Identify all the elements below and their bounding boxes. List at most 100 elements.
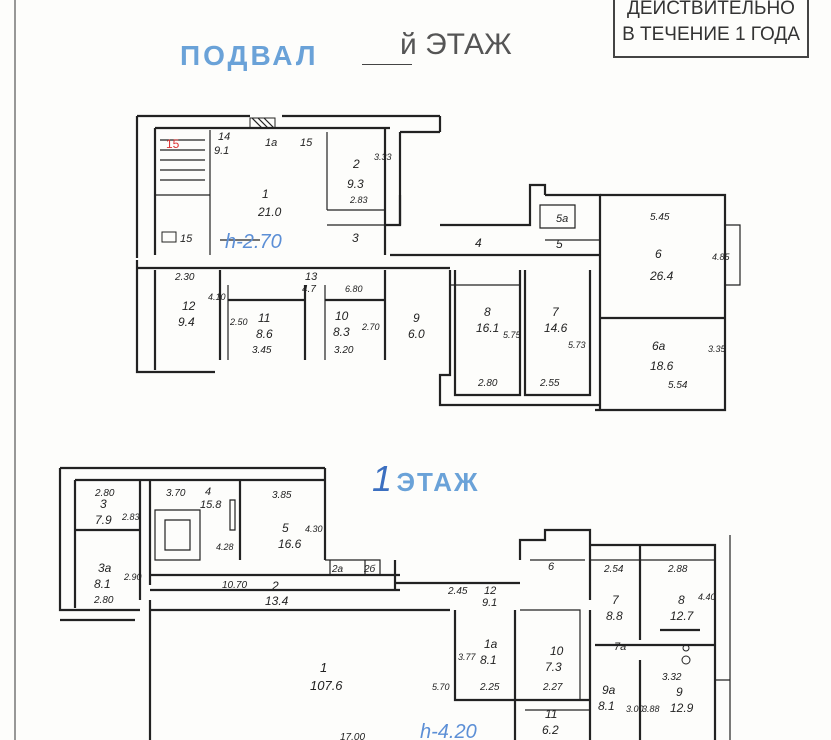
room-label: 10 (335, 309, 349, 323)
room-dim: 3.35 (708, 344, 727, 354)
room-dim: 3.85 (272, 490, 292, 501)
basement-plan: 15 14 9.1 1a 15 1 21.0 2 9.3 3.33 2.83 3… (135, 114, 741, 412)
room-dim: 10.70 (222, 580, 247, 591)
floor1-number: 1 (372, 458, 393, 499)
room-label: 3 (352, 231, 359, 245)
room-label: 1 (262, 187, 269, 201)
room-dim: 2.55 (539, 378, 560, 389)
stamp-line-1: ДЕЙСТВИТЕЛЬНО (627, 0, 795, 19)
room-dim: 6.80 (345, 284, 363, 294)
room-area: 7.9 (95, 513, 112, 527)
room-dim: 4.28 (216, 542, 234, 552)
room-label: 3a (98, 561, 112, 575)
room-area: 107.6 (310, 678, 343, 693)
room-label: 11 (258, 311, 270, 325)
room-label: 2б (363, 563, 376, 575)
room-dim: 2.88 (667, 564, 688, 575)
room-label: 4 (475, 236, 482, 250)
room-area: 8.8 (606, 609, 623, 623)
room-label: 6a (652, 339, 666, 353)
room-area: 21.0 (257, 205, 282, 219)
room-label: 8 (484, 305, 491, 319)
room-label: 1a (265, 137, 277, 149)
room-label: 3 (100, 497, 107, 511)
floor1-plan: 3 7.9 2.80 2.83 4 15.8 3.70 4.28 5 16.6 … (58, 466, 731, 740)
room-area: 8.1 (598, 699, 615, 713)
room-area: 6.2 (542, 723, 559, 737)
room-area: 18.6 (650, 359, 674, 373)
room-label: 14 (218, 131, 230, 143)
room-dim: 2.83 (349, 195, 368, 205)
room-dim: 5.70 (432, 682, 450, 692)
floor1-height-note: h-4.20 (420, 721, 477, 740)
room-dim: 5.73 (568, 340, 586, 350)
room-dim: 2.70 (361, 322, 380, 332)
room-area: 9.3 (347, 177, 364, 191)
room-label: 15 (300, 137, 313, 149)
room-label: 9 (413, 311, 420, 325)
room-dim: 2.80 (477, 378, 498, 389)
room-dim: 4.10 (208, 292, 226, 302)
room-label: 5 (556, 237, 563, 251)
floor-blank-line (362, 64, 412, 65)
room-dim: 5.54 (668, 380, 688, 391)
room-dim: 2.30 (174, 272, 195, 283)
room-area: 8.1 (480, 653, 497, 667)
room-label: 12 (484, 585, 496, 597)
room-dim: 2.80 (94, 488, 115, 499)
room-area: 26.4 (649, 269, 674, 283)
room-label: 8 (678, 593, 685, 607)
room-dim: 17.00 (340, 732, 365, 740)
room-area: 6.0 (408, 327, 425, 341)
room-area: 8.6 (256, 327, 273, 341)
room-dim: 3.33 (374, 152, 392, 162)
room-dim: 3.88 (642, 704, 660, 714)
room-dim: 3.32 (662, 672, 682, 683)
room-dim: 3.70 (166, 488, 186, 499)
room-label: 7 (612, 593, 620, 607)
room-dim: 5.45 (650, 212, 670, 223)
room-label: 12 (182, 299, 196, 313)
room-dim: 2.54 (603, 564, 624, 575)
stamp-line-2: В ТЕЧЕНИЕ 1 ГОДА (622, 24, 800, 45)
room-label: 9 (676, 685, 683, 699)
room-area: 16.6 (278, 537, 302, 551)
room-area: 16.1 (476, 321, 499, 335)
room-label: 2 (271, 579, 279, 593)
room-label: 6 (548, 561, 555, 573)
room-label: 11 (545, 707, 557, 721)
room-label: 1 (320, 660, 327, 675)
room-label: 7 (552, 305, 560, 319)
room-area: 9.1 (482, 597, 497, 609)
room-area: 7.3 (545, 660, 562, 674)
room-area: 9.1 (214, 145, 229, 157)
room-area: 4.7 (302, 284, 316, 295)
room-area: 8.1 (94, 577, 111, 591)
room-label: 1a (484, 637, 498, 651)
floor1-title: 1 ЭТАЖ (372, 458, 480, 500)
room-area: 12.9 (670, 701, 694, 715)
floor1-text: ЭТАЖ (396, 467, 480, 497)
room-dim: 5.75 (503, 330, 522, 340)
room-dim: 2.80 (93, 595, 114, 606)
room-label: 13 (305, 271, 318, 283)
room-dim: 2.83 (121, 512, 140, 522)
room-label: 5 (282, 521, 289, 535)
basement-height-note: h-2.70 (225, 231, 282, 253)
room-label: 2a (331, 564, 344, 575)
room-label: 15 (180, 233, 193, 245)
room-label: 5a (556, 213, 568, 225)
room-area: 13.4 (265, 594, 289, 608)
room-dim: 2.25 (479, 682, 500, 693)
room-label: 6 (655, 247, 662, 261)
validity-stamp: ДЕЙСТВИТЕЛЬНО В ТЕЧЕНИЕ 1 ГОДА (613, 0, 809, 58)
room-dim: 4.85 (712, 252, 731, 262)
room-label: 7a (614, 641, 626, 653)
room-dim: 2.50 (229, 317, 248, 327)
room-dim: 4.30 (305, 524, 323, 534)
room-dim: 2.90 (123, 572, 142, 582)
room-dim: 2.27 (542, 682, 563, 693)
room-label: 10 (550, 644, 564, 658)
room-dim: 2.45 (447, 586, 468, 597)
